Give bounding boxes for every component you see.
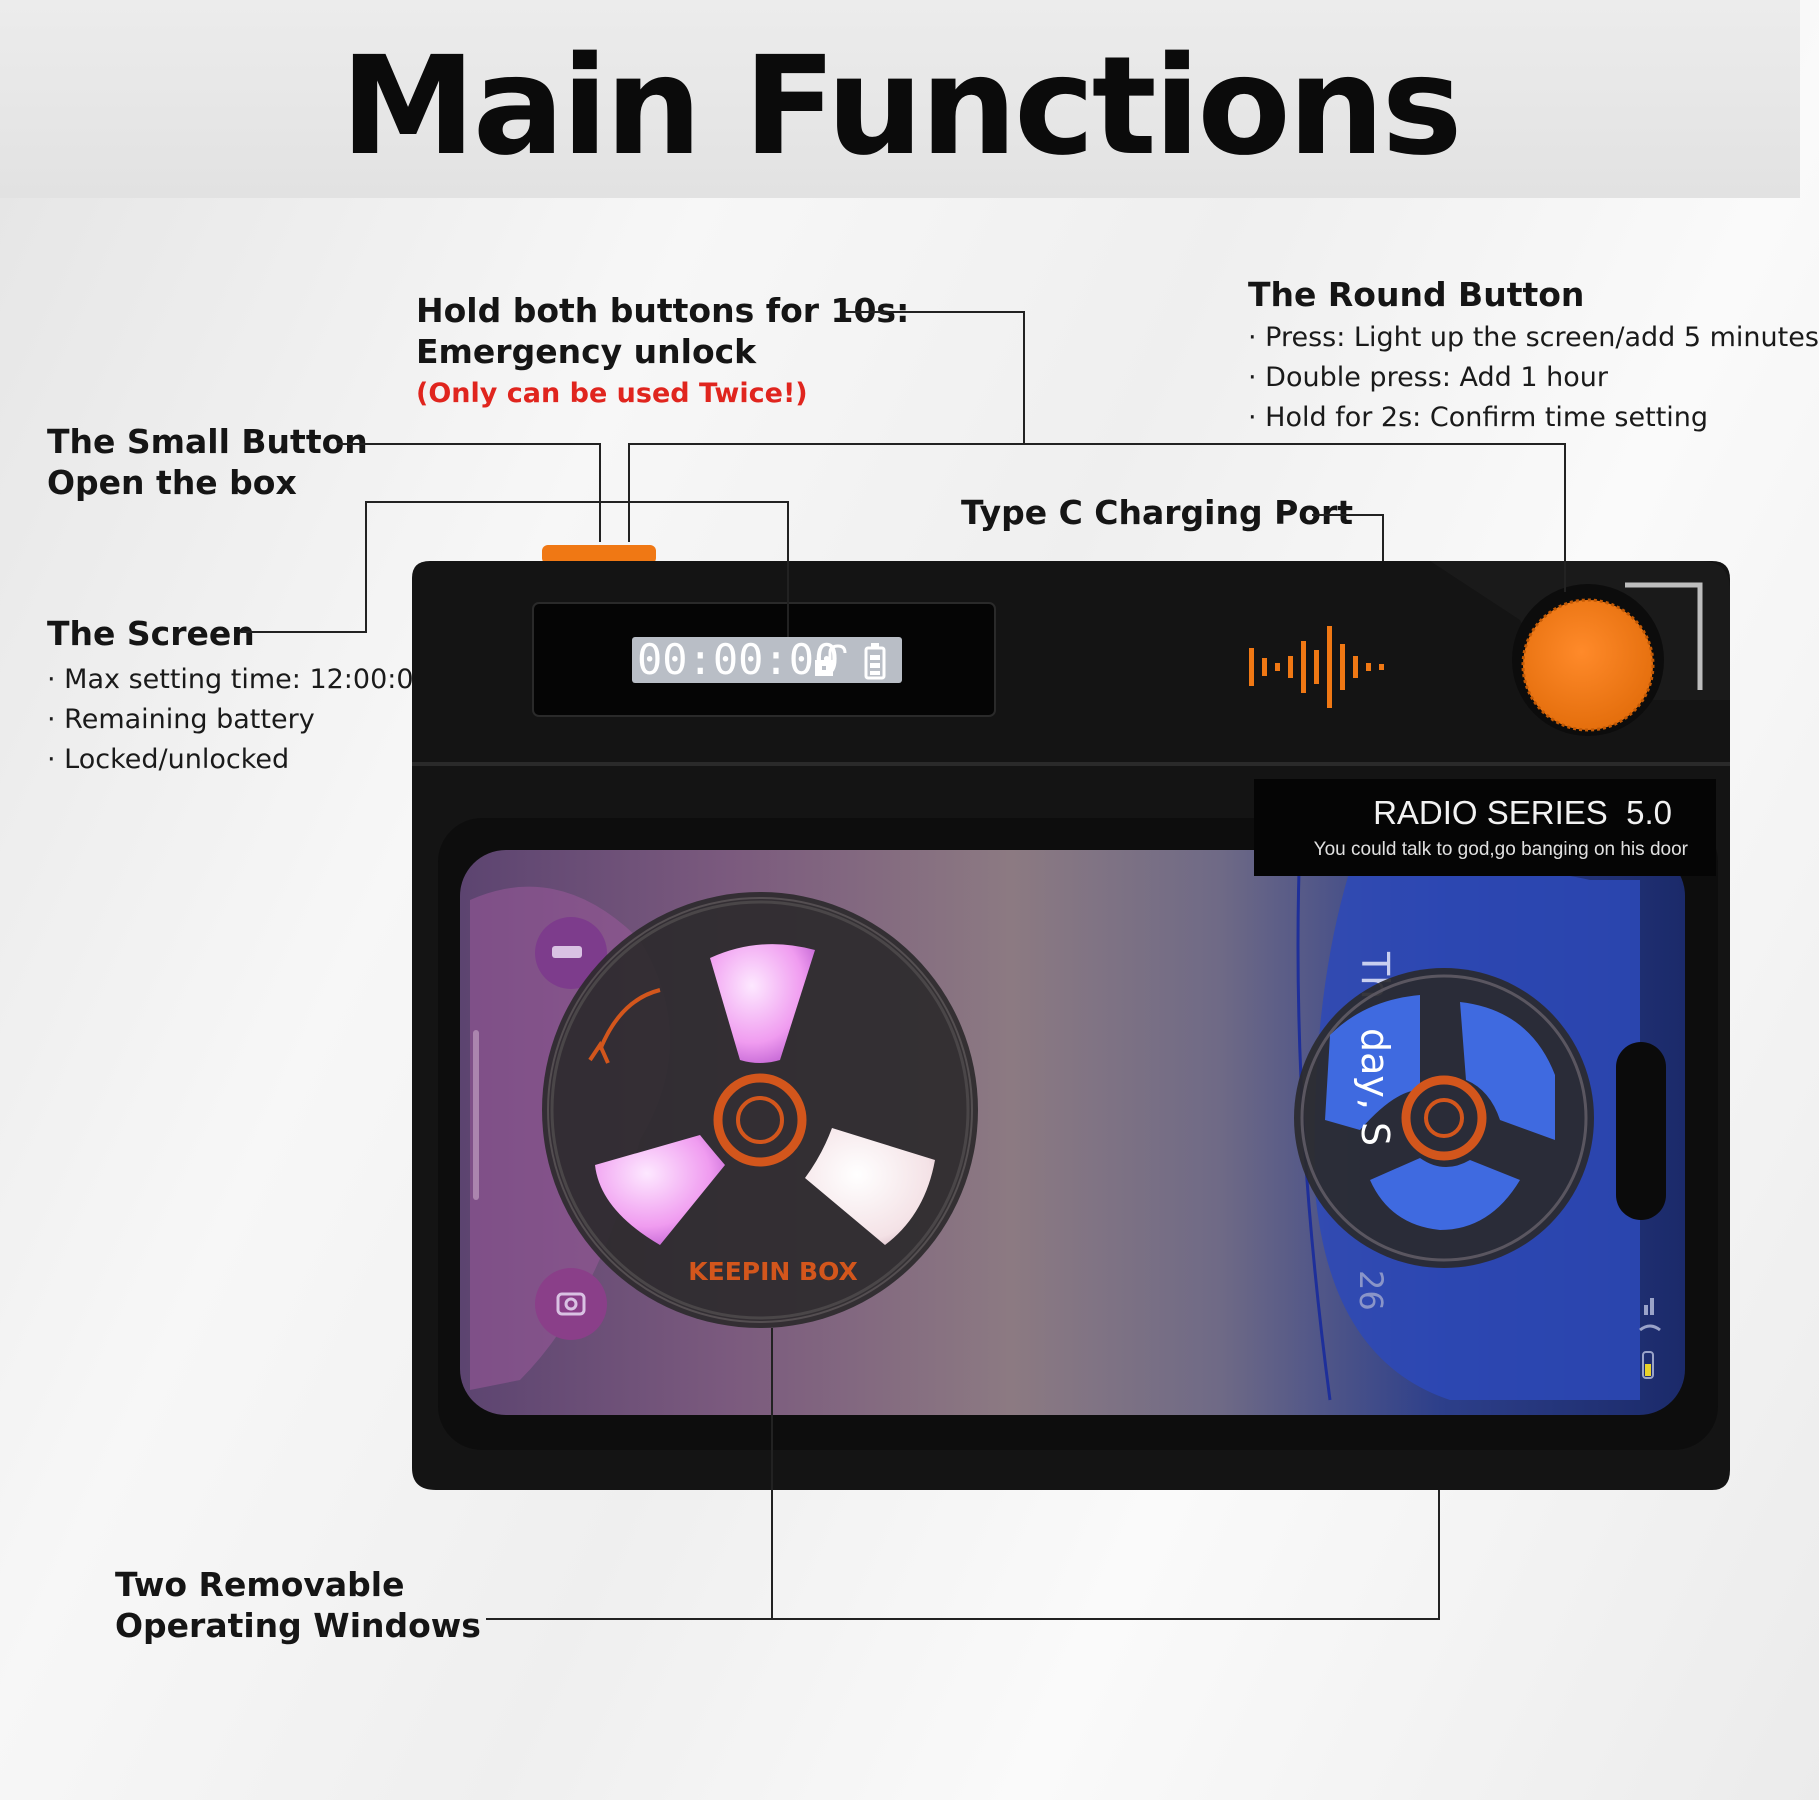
- windows-title-line1: Two Removable: [115, 1565, 405, 1604]
- signal-icon: [1639, 1298, 1661, 1379]
- leader-round-button: [1024, 443, 1566, 592]
- phone-text-3: 26: [1352, 1270, 1390, 1311]
- camera-icon: [535, 1268, 607, 1340]
- callout-lines: [241, 311, 1566, 1620]
- series-badge-title: RADIO SERIES 5.0: [1373, 794, 1672, 831]
- small-button-title: The Small Button: [47, 422, 368, 461]
- series-badge: [1254, 779, 1716, 876]
- phone-text-2: day, S: [1353, 1028, 1397, 1146]
- small-button: [542, 545, 656, 564]
- windows-title-line2: Operating Windows: [115, 1606, 481, 1645]
- screen-bullet: Locked/unlocked: [47, 740, 431, 780]
- emergency-unlock-line1: Hold both buttons for 10s:: [416, 291, 910, 330]
- sound-wave-icon: [1249, 626, 1384, 708]
- reel-hub: [713, 1073, 807, 1167]
- round-button-title: The Round Button: [1248, 275, 1585, 314]
- title-band: [0, 0, 1800, 198]
- emergency-warning: (Only can be used Twice!): [416, 378, 808, 409]
- leader-small-button: [337, 443, 601, 542]
- page-title: Main Functions: [340, 28, 1462, 186]
- brand-logo: KEEPIN BOX: [688, 1257, 857, 1286]
- reel-window-large: KEEPIN BOX: [542, 892, 978, 1328]
- reel-blade-left: [595, 1135, 725, 1245]
- small-button-desc: Open the box: [47, 463, 297, 502]
- emergency-unlock-line2: Emergency unlock: [416, 332, 757, 371]
- screen-bullet: Max setting time: 12:00:00: [47, 660, 431, 700]
- phone-side-button: [1616, 1042, 1666, 1220]
- round-button-bullet: Hold for 2s: Confirm time setting: [1248, 398, 1819, 438]
- series-badge-subtitle: You could talk to god,go banging on his …: [1314, 839, 1689, 860]
- timer-readout: 00:00:00: [637, 635, 839, 684]
- reel-blade-right: [805, 1128, 935, 1245]
- reel-blade-top: [710, 944, 815, 1063]
- charging-port-label: Type C Charging Port: [961, 493, 1354, 532]
- timer-display: [632, 637, 902, 683]
- leader-screen: [241, 501, 789, 637]
- reel-window-small: day, S: [1294, 968, 1594, 1268]
- screen-title: The Screen: [47, 614, 255, 653]
- round-button-bullet: Press: Light up the screen/add 5 minutes: [1248, 318, 1819, 358]
- device-body-seam: [412, 762, 1730, 766]
- round-button-guard: [1625, 582, 1703, 690]
- screen-bullet: Remaining battery: [47, 700, 431, 740]
- leader-charging-port: [1312, 514, 1384, 561]
- battery-icon: [864, 643, 886, 680]
- round-button-bullet: Double press: Add 1 hour: [1248, 358, 1819, 398]
- leader-emergency: [628, 311, 1025, 542]
- screen-bullets: Max setting time: 12:00:00 Remaining bat…: [47, 660, 431, 780]
- leader-windows: [486, 1490, 1440, 1620]
- round-button-bullets: Press: Light up the screen/add 5 minutes…: [1248, 318, 1819, 438]
- lock-open-icon: [815, 644, 847, 676]
- round-button: [1521, 598, 1655, 732]
